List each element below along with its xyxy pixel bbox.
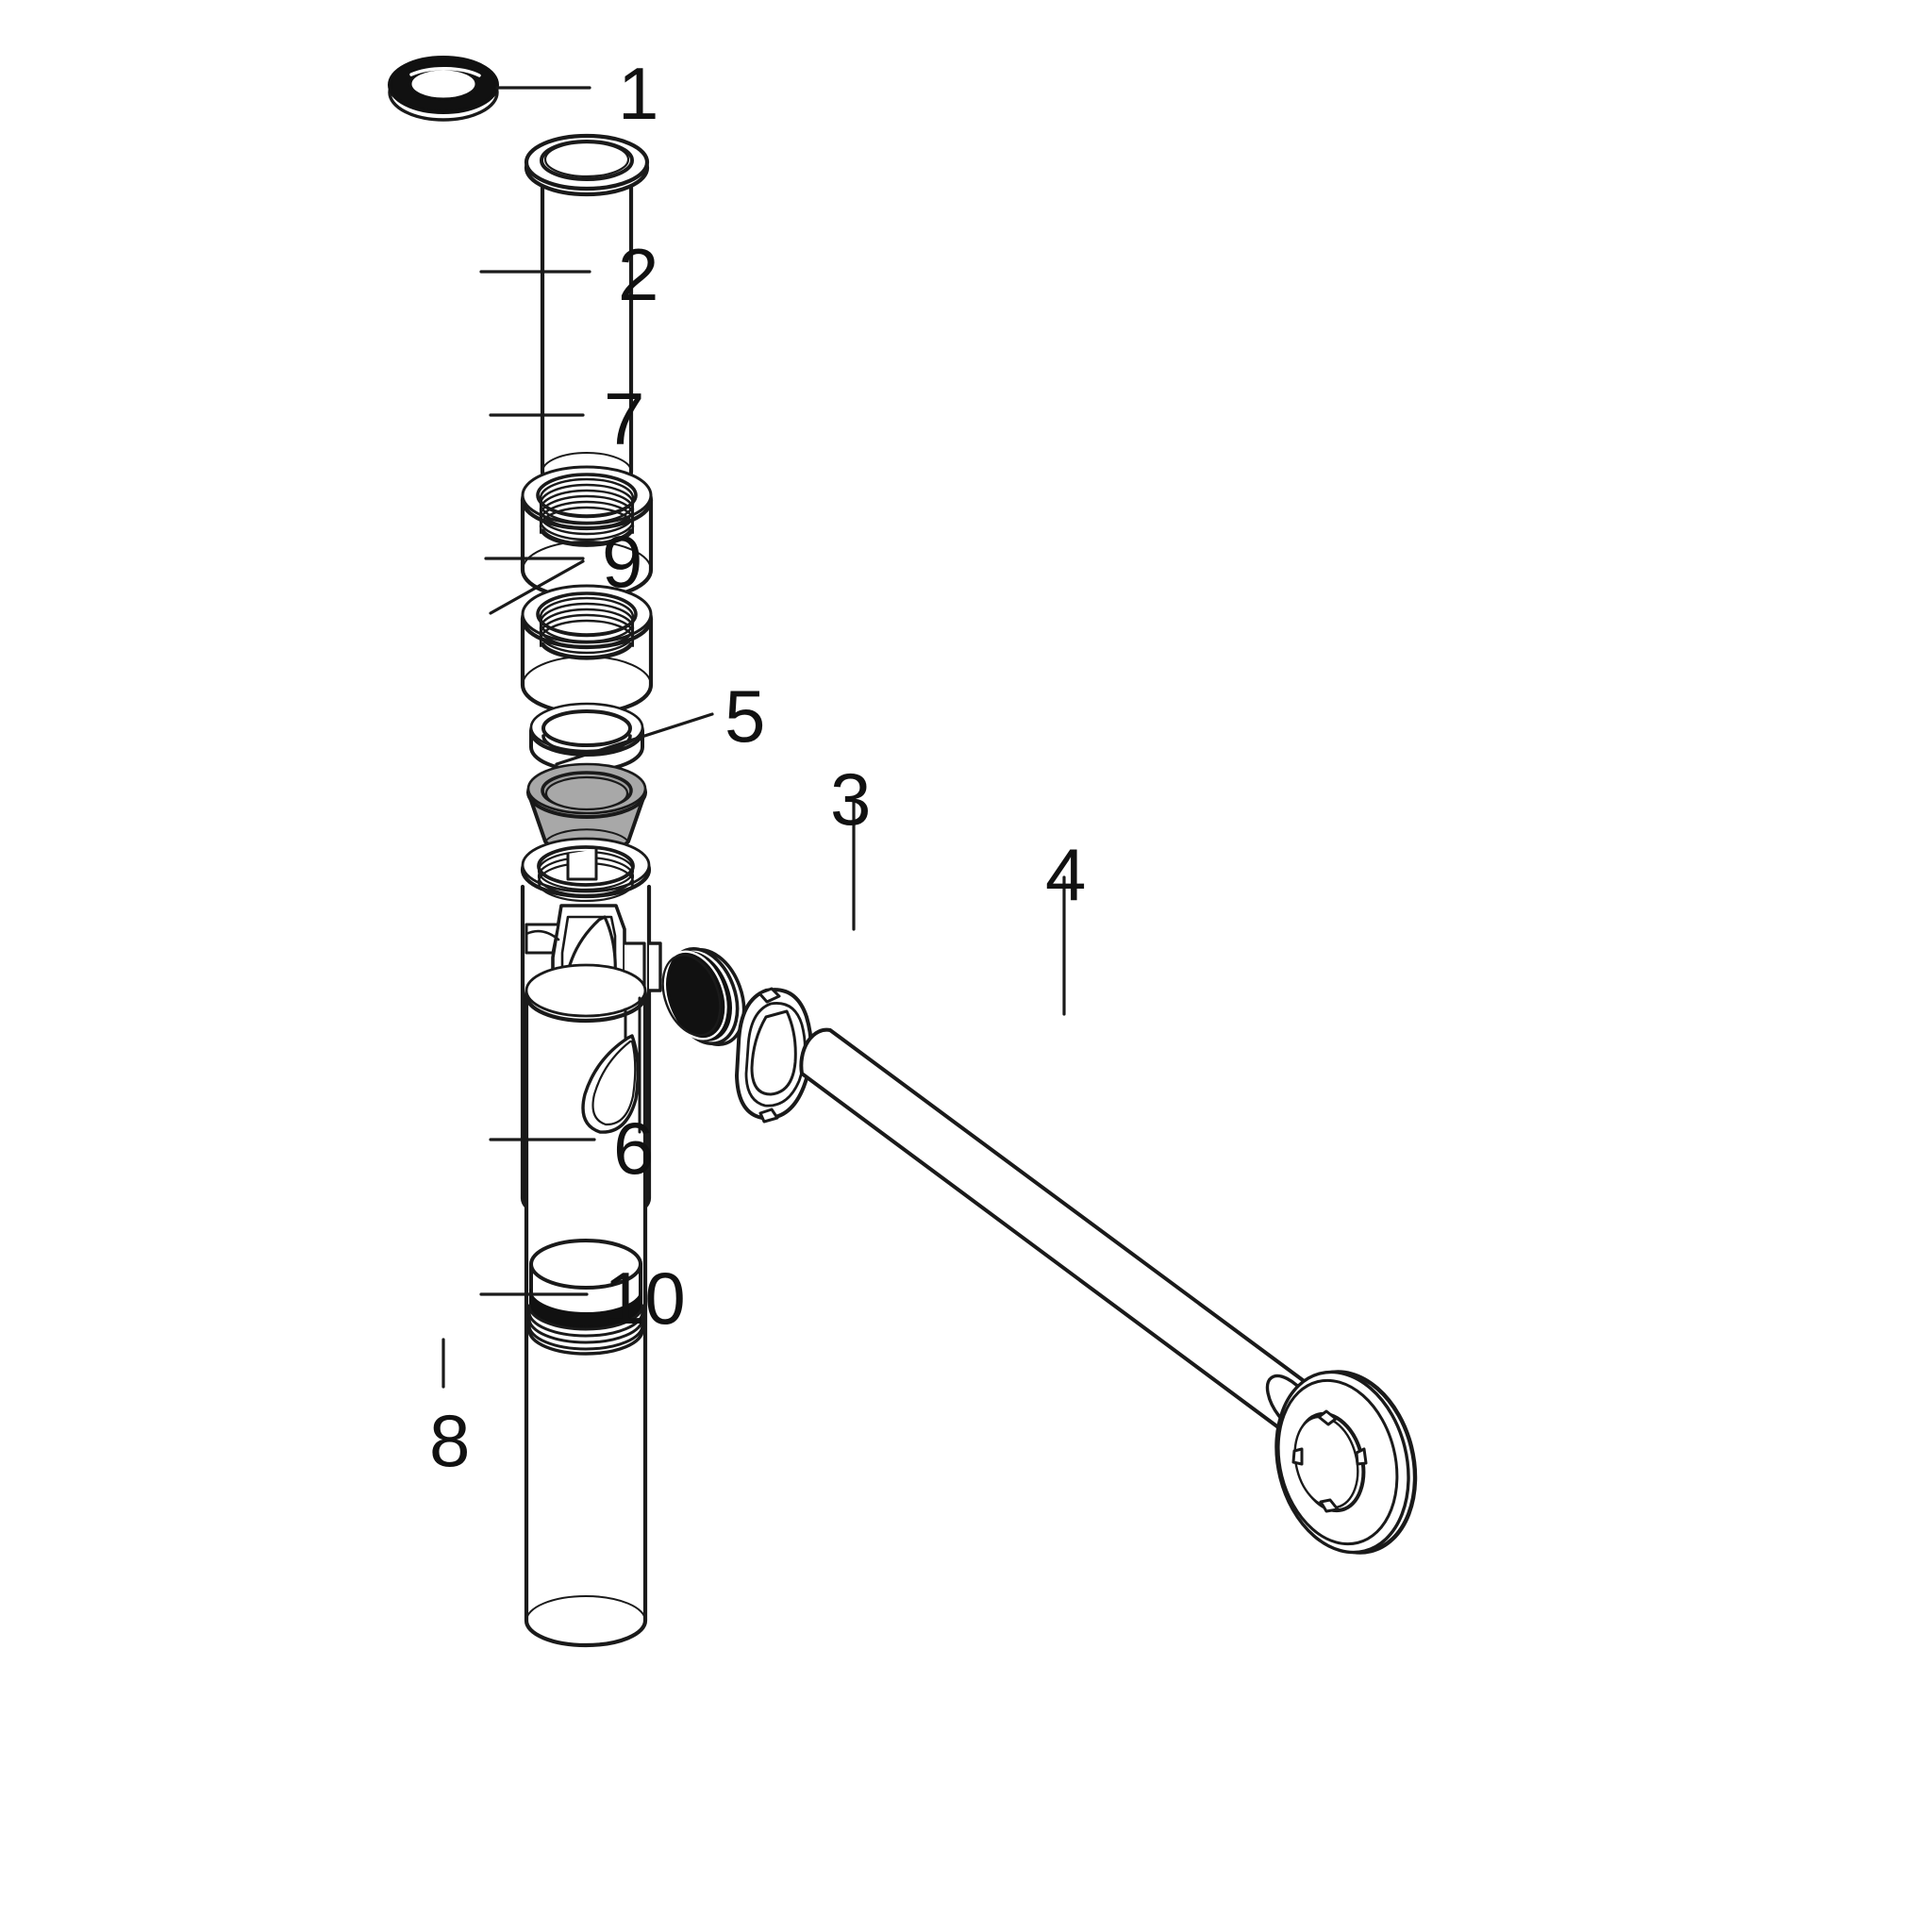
callout-label-4: 4 xyxy=(1045,833,1087,916)
part-2-extension-tube xyxy=(524,133,650,493)
part-8-cap-seal-ring xyxy=(529,1289,642,1328)
callout-label-3: 3 xyxy=(830,758,872,841)
part-9b-conical-seal-gray xyxy=(526,762,647,856)
callout-label-8: 8 xyxy=(429,1399,471,1482)
threaded-coupling-nut-lower xyxy=(520,584,654,716)
callout-label-1: 1 xyxy=(618,52,659,135)
part-3-outlet-extension-pipe xyxy=(799,1027,1320,1438)
leader-9b xyxy=(489,559,585,615)
part-5-outlet-gasket-seal xyxy=(661,946,746,1047)
callout-label-9: 9 xyxy=(602,520,643,603)
callout-label-10: 10 xyxy=(604,1257,686,1340)
part-4-wall-escutcheon-flange xyxy=(1274,1370,1418,1555)
leader-lines xyxy=(441,86,1066,1389)
callout-label-7: 7 xyxy=(604,377,645,460)
leader-5 xyxy=(555,712,714,766)
part-1-o-ring-seal xyxy=(388,56,499,122)
callout-label-6: 6 xyxy=(613,1107,655,1190)
part-10-end-cap-plug xyxy=(527,1239,644,1356)
retaining-clip-ring xyxy=(735,987,813,1124)
callout-label-5: 5 xyxy=(724,675,766,758)
part-9a-flat-washer-ring xyxy=(529,702,644,773)
callout-label-2: 2 xyxy=(618,233,659,316)
